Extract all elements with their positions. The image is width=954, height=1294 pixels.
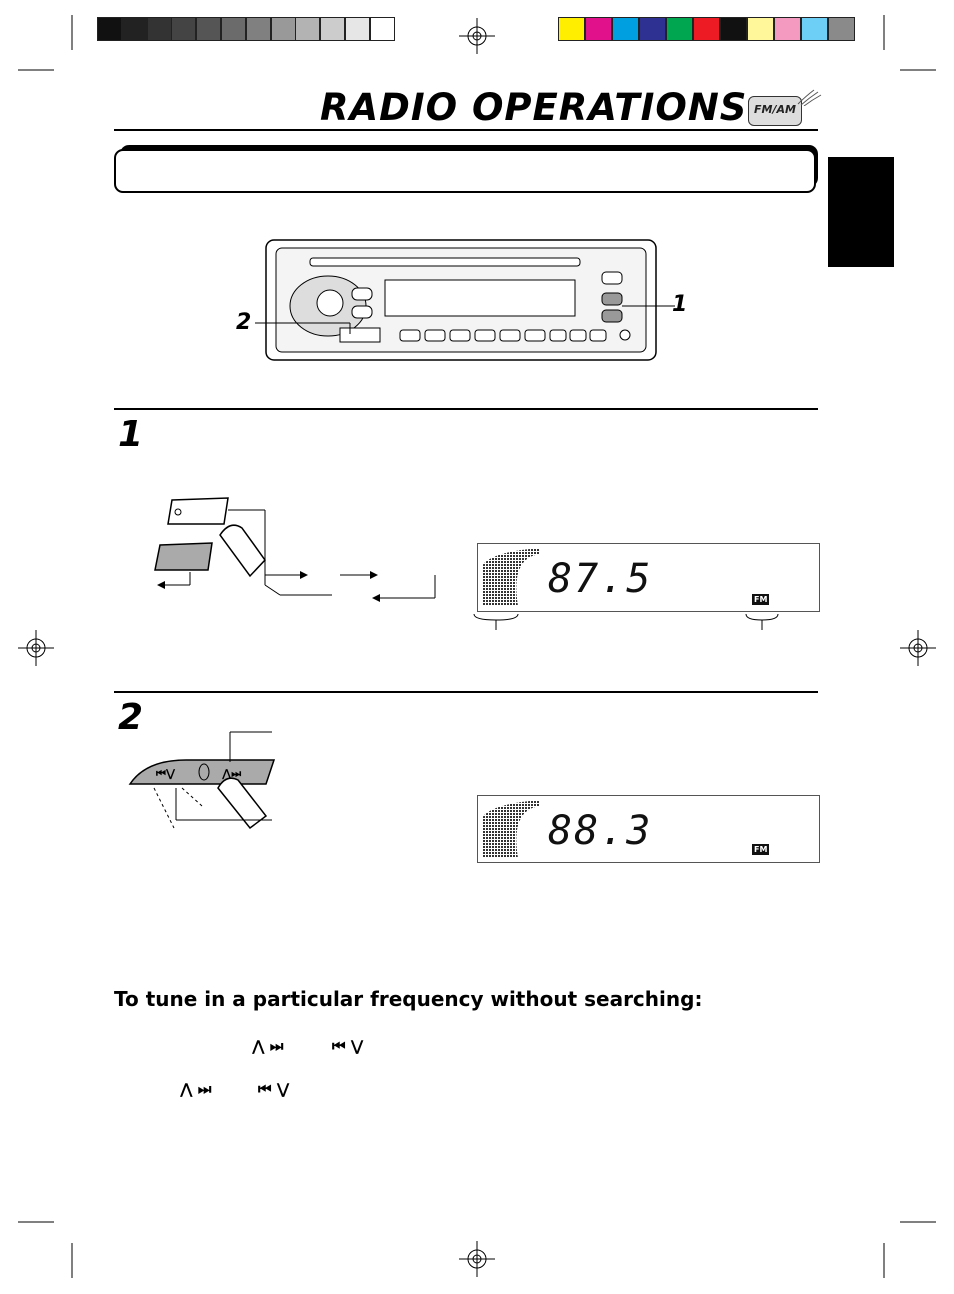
calibration-swatch: [121, 17, 147, 41]
svg-text:⏮⋁: ⏮⋁: [156, 767, 176, 780]
step2-rule: [114, 691, 818, 693]
calibration-swatch: [639, 17, 666, 41]
fm-am-badge-icon: FM/AM: [748, 96, 802, 126]
frequency-readout: 88.3: [548, 808, 653, 854]
step-1-number: 1: [118, 414, 144, 455]
manual-tuning-heading: To tune in a particular frequency withou…: [114, 987, 703, 1011]
calibration-swatch: [196, 17, 222, 41]
registration-crosshair-right: [900, 630, 936, 666]
calibration-swatch: [720, 17, 747, 41]
calibration-swatch: [320, 17, 346, 41]
calibration-swatch: [747, 17, 774, 41]
callout-2: 2: [236, 310, 252, 335]
frequency-readout: 87.5: [548, 556, 653, 602]
seek-down-icon: ⏮ ⋁: [258, 1080, 290, 1098]
seek-button-illustration: ⏮⋁ ⋀⏭: [128, 731, 276, 830]
svg-text:⋀⏭: ⋀⏭: [222, 767, 241, 780]
calibration-swatch: [612, 17, 639, 41]
calibration-swatch: [146, 17, 172, 41]
callout-1: 1: [672, 292, 688, 317]
language-side-tab: [828, 157, 894, 267]
calibration-swatch: [270, 17, 296, 41]
seek-up-icon: ⋀ ⏭: [180, 1080, 212, 1098]
band-indicator: FM: [752, 844, 770, 855]
calibration-swatch: [585, 17, 612, 41]
level-meter-icon: [482, 800, 540, 858]
registration-crosshair-left: [18, 630, 54, 666]
seek-up-icon: ⋀ ⏭: [252, 1037, 284, 1055]
calibration-swatch: [828, 17, 855, 41]
title-rule: [114, 129, 818, 131]
lcd-display-step2: 88.3 FM: [477, 795, 820, 863]
calibration-swatch: [295, 17, 321, 41]
calibration-swatch: [693, 17, 720, 41]
calibration-swatch: [369, 17, 395, 41]
level-meter-icon: [482, 548, 540, 606]
lcd-display-step1: 87.5 FM: [477, 543, 820, 612]
step-2-number: 2: [118, 697, 144, 738]
calibration-swatch: [666, 17, 693, 41]
radio-wave-icon: [797, 89, 822, 106]
calibration-swatch: [245, 17, 271, 41]
step1-rule: [114, 408, 818, 410]
band-indicator: FM: [752, 594, 770, 605]
calibration-swatch: [558, 17, 585, 41]
page-title: RADIO OPERATIONS: [320, 86, 748, 129]
registration-crosshair-bottom: [459, 1241, 495, 1277]
seek-down-icon: ⏮ ⋁: [332, 1037, 364, 1055]
calibration-swatch: [345, 17, 370, 41]
band-button-illustration: [154, 497, 436, 602]
calibration-swatch: [97, 17, 122, 41]
calibration-swatch: [774, 17, 801, 41]
section-banner: [114, 149, 816, 193]
car-stereo-faceplate: [255, 239, 675, 361]
calibration-swatch: [221, 17, 246, 41]
registration-crosshair-top: [459, 18, 495, 54]
calibration-swatch: [801, 17, 828, 41]
fm-am-badge-label: FM/AM: [754, 103, 796, 116]
calibration-swatch: [171, 17, 197, 41]
display-bracket-lines: [473, 613, 779, 630]
